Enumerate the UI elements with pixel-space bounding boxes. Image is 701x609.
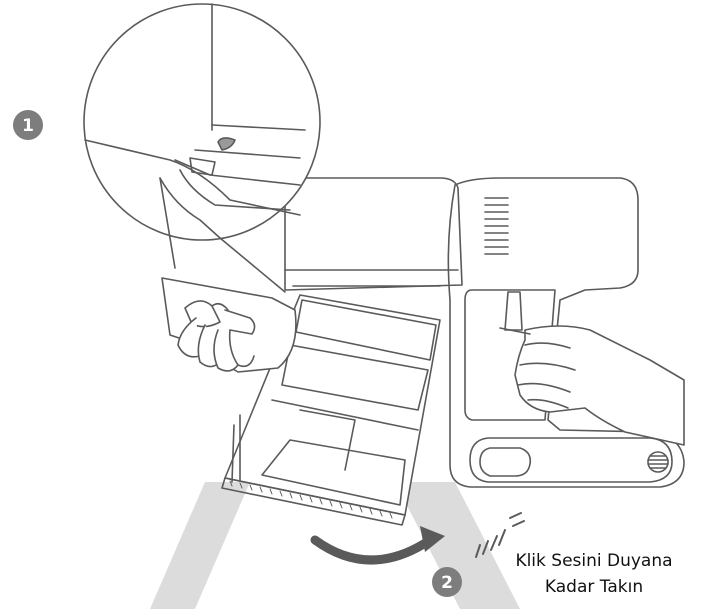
step-2-badge: 2 [432,567,462,597]
right-hand [500,326,684,445]
speaker-grille [648,452,668,472]
rotation-arrow [315,526,445,560]
step-2-number: 2 [441,573,453,593]
step-1-badge: 1 [13,110,43,140]
trigger [505,292,522,330]
caption-line-1: Klik Sesini Duyana [499,548,689,574]
left-hand [162,278,296,372]
vent-slots [485,198,508,254]
zoom-detail-circle [84,4,320,240]
step-1-number: 1 [22,116,34,136]
caption-line-2: Kadar Takın [499,574,689,600]
instruction-caption: Klik Sesini Duyana Kadar Takın [499,548,689,600]
